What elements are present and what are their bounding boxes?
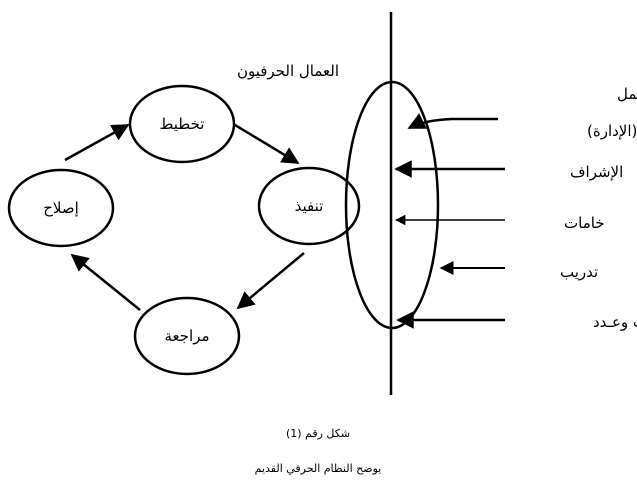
workers-oval [344, 80, 440, 330]
arrow-repair-to-plan [64, 123, 130, 162]
node-repair-label: إصلاح [43, 199, 79, 217]
node-repair: إصلاح [7, 168, 115, 248]
arrow-execute-to-review [236, 252, 305, 310]
label-owner: صاحب العمل [617, 85, 637, 103]
label-tools: آلات وعـدد [593, 313, 637, 331]
node-execute-label: تنفيذ [295, 197, 324, 215]
node-plan-label: تخطيط [160, 115, 205, 133]
label-supervision: الإشراف [570, 163, 623, 181]
arrow-review-to-repair [70, 253, 141, 311]
label-materials: خامات [564, 214, 605, 232]
figure-number: شكل رقم (1) [286, 427, 350, 440]
node-review-label: مراجعة [164, 327, 209, 345]
node-review: مراجعة [133, 296, 241, 376]
label-training: تدريب [560, 263, 598, 281]
group-title: العمال الحرفيون [237, 62, 339, 80]
arrow-plan-to-execute [234, 123, 300, 165]
figure-caption: يوضح النظام الحرفي القديم [255, 462, 382, 475]
label-admin: (الإدارة) [587, 122, 637, 140]
node-plan: تخطيط [128, 84, 236, 164]
arrow-owner [407, 113, 498, 130]
node-execute: تنفيذ [257, 166, 361, 246]
